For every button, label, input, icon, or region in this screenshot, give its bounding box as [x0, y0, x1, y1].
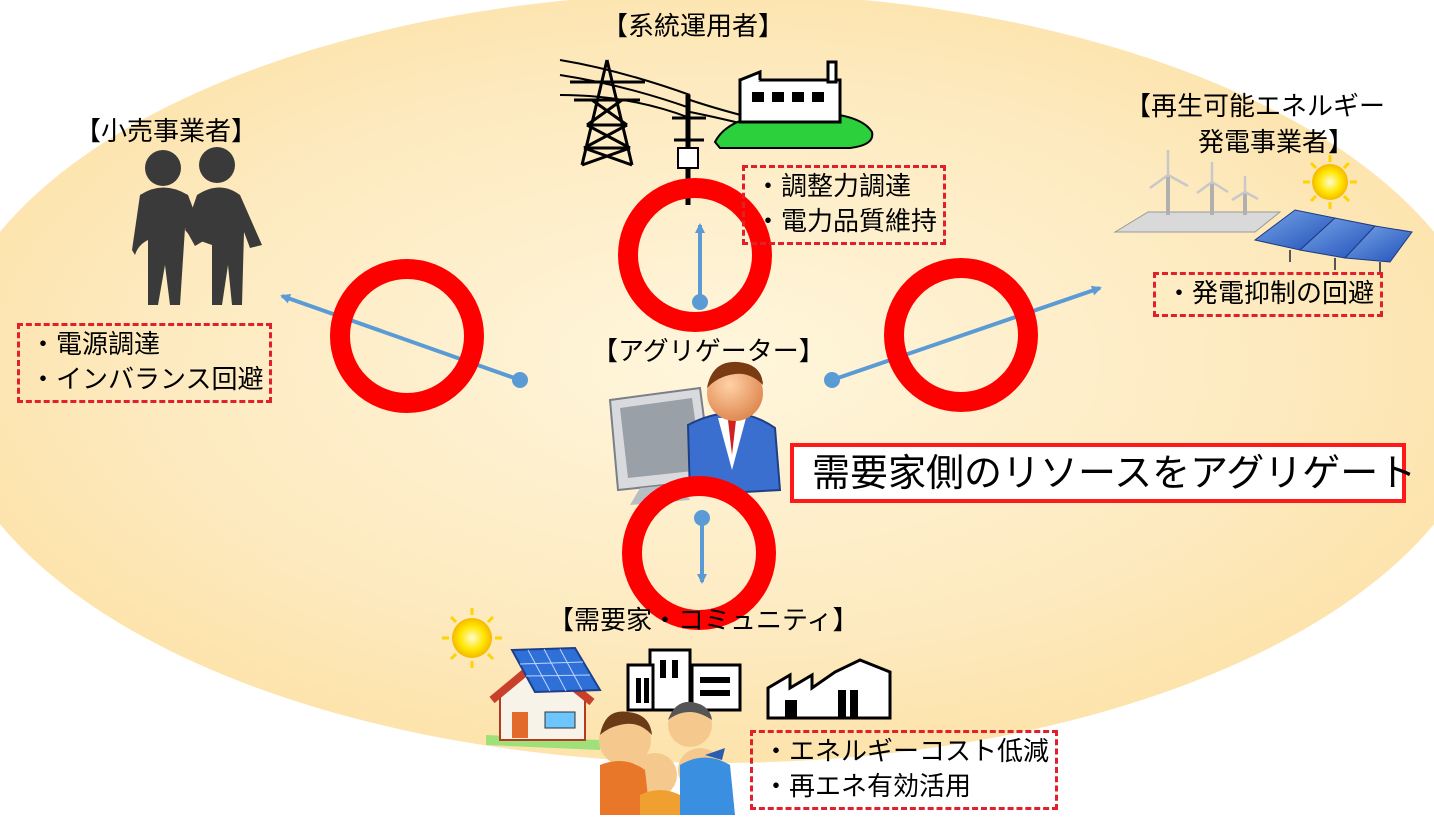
benefit-item: ・電力品質維持 [755, 207, 938, 238]
grid-operator-benefits: ・調整力調達 ・電力品質維持 [742, 165, 947, 246]
benefit-circle-renewable [884, 258, 1038, 412]
retailer-benefits: ・電源調達 ・インバランス回避 [17, 323, 273, 404]
benefit-circle-retailer [330, 259, 484, 413]
solar-wind-farm-icon [1113, 150, 1413, 272]
aggregator-label: 【アグリゲーター】 [592, 337, 825, 367]
arrow-to-retailer [280, 293, 521, 382]
benefit-circle-grid-operator [618, 178, 772, 332]
benefit-item: ・再エネ有効活用 [763, 772, 972, 803]
arrow-origin-dot [692, 294, 708, 310]
arrow-to-renewable [831, 285, 1102, 382]
benefit-item: ・発電抑制の回避 [1166, 279, 1375, 309]
arrow-origin-dot [694, 510, 710, 526]
retailer-label: 【小売事業者】 [75, 117, 258, 147]
benefit-circle-consumer [622, 476, 776, 630]
power-grid-icon [559, 59, 874, 205]
benefit-item: ・エネルギーコスト低減 [763, 737, 1050, 767]
benefit-item: ・調整力調達 [755, 172, 912, 202]
benefit-item: ・インバランス回避 [30, 365, 264, 396]
benefit-circles [330, 178, 1038, 630]
grid-operator-label: 【系統運用者】 [602, 12, 785, 42]
renewable-label-line1: 【再生可能エネルギー [1125, 92, 1386, 122]
arrow-origin-dot [512, 372, 528, 388]
houses-factory-people-icon [442, 608, 892, 815]
handshake-icon [132, 147, 262, 305]
benefit-item: ・電源調達 [30, 330, 161, 360]
renewable-label-line2: 発電事業者】 [1198, 128, 1355, 158]
consumer-benefits: ・エネルギーコスト低減 ・再エネ有効活用 [750, 730, 1059, 811]
aggregation-banner: 需要家側のリソースをアグリゲート [790, 443, 1416, 503]
renewable-benefits: ・発電抑制の回避 [1153, 272, 1384, 318]
relation-arrows [280, 223, 1102, 584]
arrow-origin-dot [824, 372, 840, 388]
consumer-label: 【需要家・コミュニティ】 [548, 606, 859, 636]
